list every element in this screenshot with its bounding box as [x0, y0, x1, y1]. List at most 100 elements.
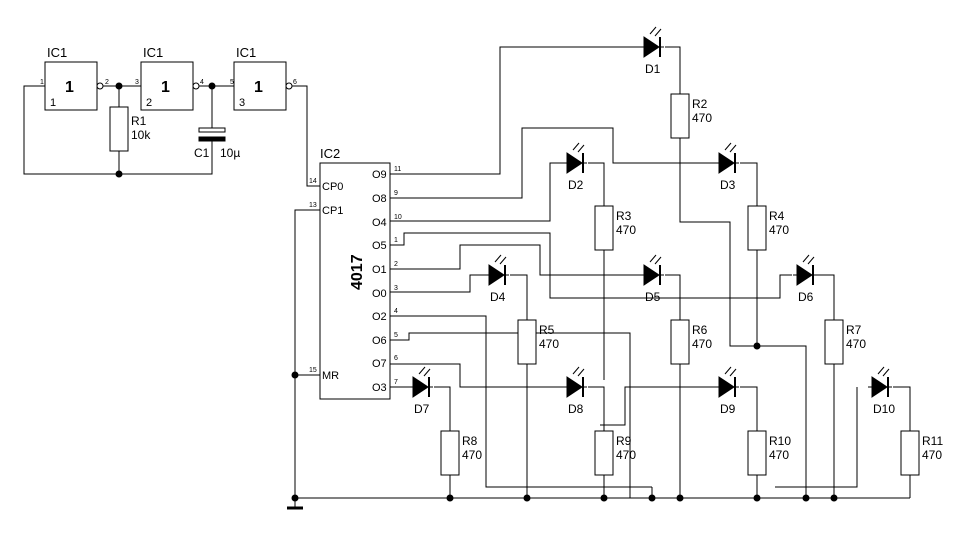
pin-num-6: 6 — [394, 355, 398, 362]
resistor-value: 470 — [769, 223, 789, 237]
c1-value: 10µ — [220, 146, 240, 160]
gate-3-unit: 3 — [239, 97, 245, 109]
gate-2-out-pin: 4 — [200, 79, 204, 86]
led-d2: D2 — [563, 142, 587, 192]
led-emission-arrow — [577, 144, 585, 153]
wire-d3-r4 — [740, 162, 758, 206]
led-triangle — [796, 264, 813, 286]
ic2-body — [319, 162, 391, 400]
pin-name-o7: O7 — [372, 358, 387, 370]
wire-o5-d6 — [390, 232, 792, 299]
led-emission-arrow — [802, 254, 810, 263]
output-wiring — [295, 46, 911, 502]
resistor-value: 470 — [692, 337, 712, 351]
pin-name-o4: O4 — [372, 217, 387, 229]
junction — [600, 494, 608, 502]
wire-cp1-to-ground — [294, 209, 320, 507]
pin-num-2: 2 — [394, 261, 398, 268]
resistor-value: 470 — [922, 448, 942, 462]
led-triangle — [488, 264, 505, 286]
pin-num-3: 3 — [394, 285, 398, 292]
led-emission-arrow — [729, 144, 737, 153]
resistor-ref: R7 — [846, 323, 862, 337]
wire-r2-route — [679, 138, 807, 498]
led-triangle — [871, 376, 888, 398]
r1-value: 10k — [131, 128, 151, 142]
led-label: D6 — [798, 290, 814, 304]
r1-body — [109, 106, 129, 152]
led-triangle — [412, 376, 429, 398]
led-d4: D4 — [485, 254, 509, 304]
resistor-value: 470 — [616, 448, 636, 462]
pin-name-o3: O3 — [372, 382, 387, 394]
pin-name-cp0: CP0 — [322, 181, 343, 193]
pin-name-o1: O1 — [372, 264, 387, 276]
junction — [208, 82, 216, 90]
gate-1-unit: 1 — [50, 97, 56, 109]
gate-3-body — [233, 61, 287, 111]
resistor-body — [517, 319, 537, 365]
pin-name-cp1: CP1 — [322, 205, 343, 217]
led-emission-arrow — [423, 368, 431, 377]
junction — [753, 494, 761, 502]
resistor-ref: R10 — [769, 434, 791, 448]
resistor-body — [900, 430, 920, 476]
resistor-value: 470 — [616, 223, 636, 237]
wire-d1-r2 — [665, 46, 681, 94]
led-d7: D7 — [409, 366, 433, 416]
gate-2-body — [140, 61, 194, 111]
wire-o0-d4 — [390, 274, 485, 293]
pin-name-o8: O8 — [372, 193, 387, 205]
led-label: D3 — [720, 178, 736, 192]
led-label: D4 — [490, 290, 506, 304]
gate-1-in-pin: 1 — [40, 79, 44, 86]
led-triangle — [718, 376, 735, 398]
gate-3-out-pin: 6 — [293, 79, 297, 86]
led-emission-arrow — [649, 254, 657, 263]
resistor-value: 470 — [846, 337, 866, 351]
led-label: D8 — [568, 402, 584, 416]
junction — [753, 342, 761, 350]
gate-2-in-pin: 3 — [135, 79, 139, 86]
led-emission-arrow — [729, 368, 737, 377]
resistor-group: R2470R3470R4470R5470R6470R7470R8470R9470… — [440, 93, 943, 476]
led-emission-arrow — [499, 256, 507, 265]
resistor-value: 470 — [769, 448, 789, 462]
resistor-body — [824, 319, 844, 365]
wire-d7-r8 — [434, 386, 451, 431]
led-label: D9 — [720, 402, 736, 416]
pin-name-o0: O0 — [372, 288, 387, 300]
resistor-ref: R2 — [692, 97, 708, 111]
resistor-body — [747, 205, 767, 251]
wire-o9-d1 — [390, 46, 640, 175]
gate-2-unit: 2 — [146, 97, 152, 109]
wire-o1-d5 — [390, 244, 640, 276]
junction — [523, 494, 531, 502]
pin-name-o5: O5 — [372, 240, 387, 252]
led-d1: D1 — [640, 26, 664, 76]
led-label: D7 — [414, 402, 430, 416]
led-label: D5 — [645, 290, 661, 304]
c1-plate-negative — [198, 136, 226, 142]
wire-o2-d9 — [390, 315, 652, 488]
wire-d10-route — [775, 387, 858, 488]
r1-ref: R1 — [131, 114, 147, 128]
led-d10: D10 — [868, 366, 895, 416]
pin-num-15: 15 — [309, 367, 317, 374]
led-emission-arrow — [572, 366, 580, 375]
pin-num-1: 1 — [394, 237, 398, 244]
ic2-part: 4017 — [349, 254, 366, 290]
junction — [676, 494, 684, 502]
resistor-body — [440, 430, 460, 476]
gate-3-in-pin: 5 — [230, 79, 234, 86]
wire-d10-r11 — [893, 386, 911, 431]
led-emission-arrow — [572, 142, 580, 151]
pin-num-10: 10 — [394, 214, 402, 221]
wire-d9-r10 — [740, 386, 758, 431]
led-emission-arrow — [877, 366, 885, 375]
